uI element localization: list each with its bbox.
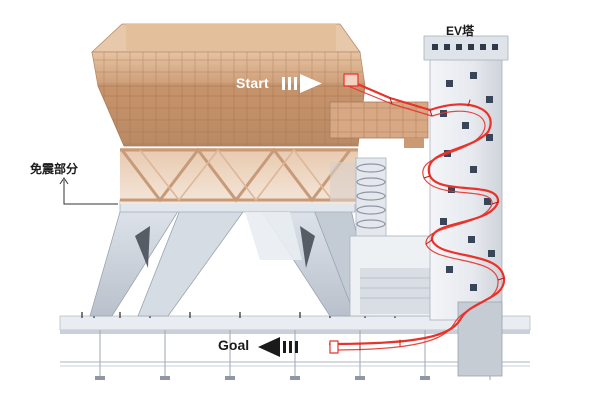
start-label: Start [236,75,269,91]
goal-label: Goal [218,337,250,353]
isolation-truss [120,147,368,204]
right-arrow-icon [282,74,322,93]
isolation-leader-line [59,177,118,205]
slide-path [328,73,506,354]
ev-tower-label: EV塔 [446,24,475,38]
concrete-legs [89,199,376,317]
isolation-label: 免震部分 [30,162,79,176]
spiral-staircase [349,157,446,317]
left-arrow-icon [258,337,298,357]
